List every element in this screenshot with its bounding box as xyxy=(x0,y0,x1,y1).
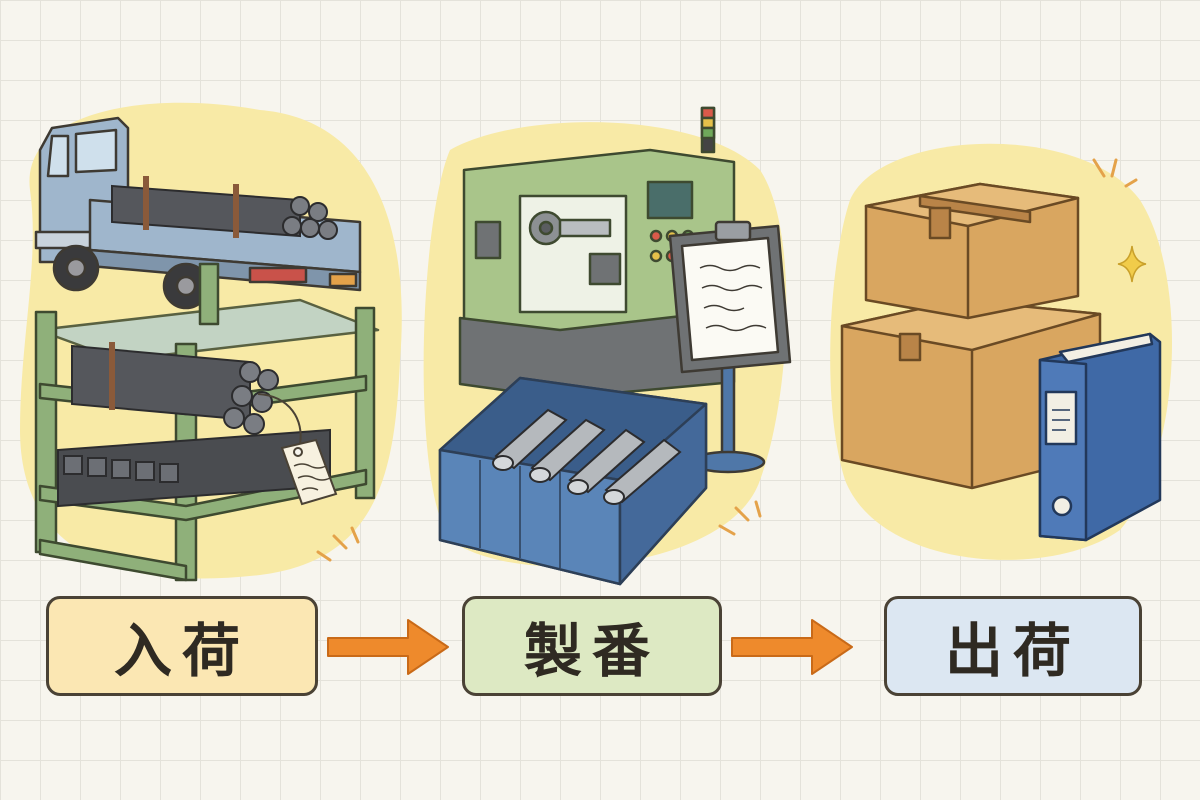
star-sparkle-icon xyxy=(1117,245,1147,283)
sparkle-lines-1 xyxy=(316,526,360,562)
sparkle-lines-2 xyxy=(718,500,762,536)
steel-bars-on-truck xyxy=(111,176,338,240)
stage-box-production-number: 製番 xyxy=(462,596,722,696)
stage-box-shipping: 出荷 xyxy=(884,596,1142,696)
lathe-machine-icon xyxy=(458,106,736,400)
sparkle-lines-3 xyxy=(1092,158,1138,188)
cardboard-boxes-icon xyxy=(840,182,1102,490)
stage-label-receiving: 入荷 xyxy=(113,617,250,685)
arrow-right-icon xyxy=(327,619,449,675)
arrow-right-icon xyxy=(731,619,853,675)
stage-box-receiving: 入荷 xyxy=(46,596,318,696)
stage-label-shipping: 出荷 xyxy=(944,617,1081,685)
stage-label-production-number: 製番 xyxy=(523,617,660,685)
steel-bars-on-rack xyxy=(57,342,331,508)
machined-parts xyxy=(492,408,682,505)
binder-icon xyxy=(1038,332,1162,542)
tag-icon xyxy=(257,393,338,506)
clipboard-stand-icon xyxy=(668,220,792,474)
